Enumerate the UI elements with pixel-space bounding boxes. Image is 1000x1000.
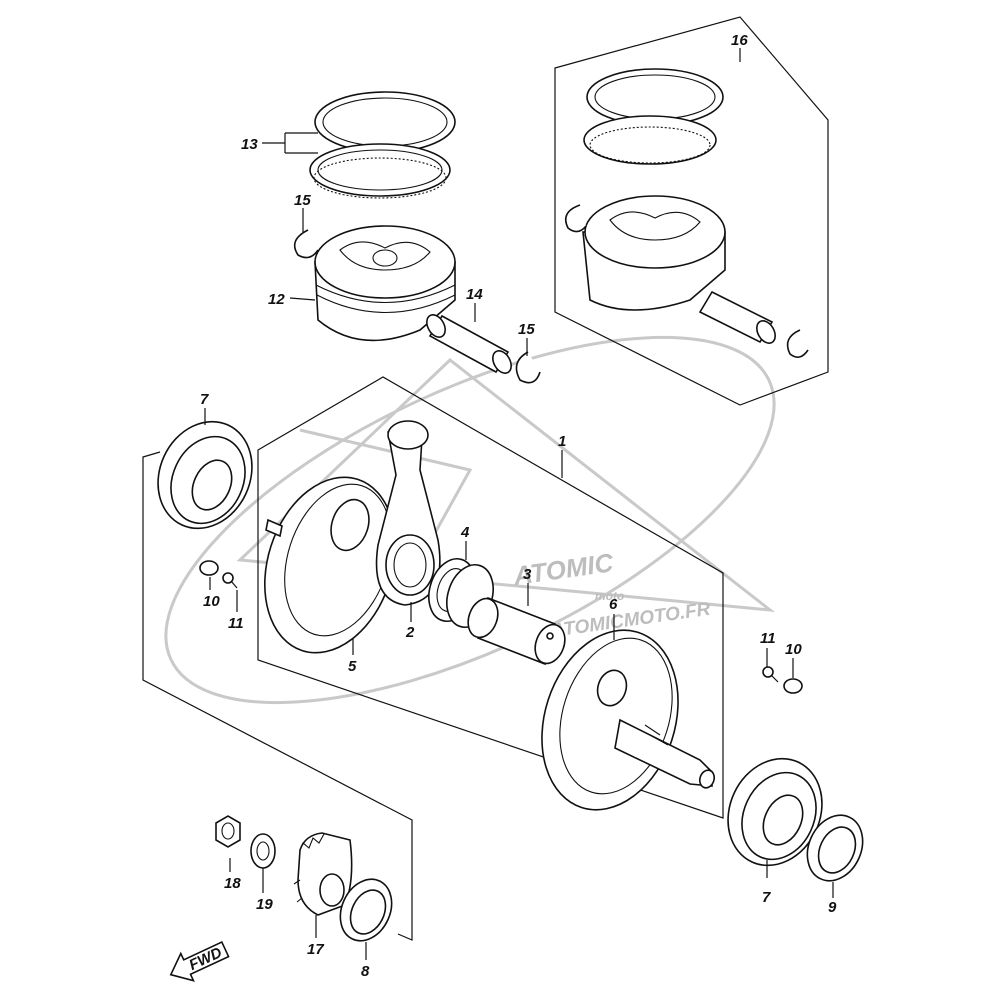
circlip-15-right xyxy=(515,351,541,384)
piston-ring-set-13 xyxy=(309,91,456,199)
callout-2: 2 xyxy=(405,624,415,641)
callout-13: 13 xyxy=(241,136,258,153)
callout-11-left: 11 xyxy=(228,615,244,632)
oil-seal-9 xyxy=(806,814,864,882)
callout-4: 4 xyxy=(460,524,470,541)
callout-19: 19 xyxy=(256,896,273,913)
assembly-frame-1 xyxy=(257,376,724,819)
leader-lines xyxy=(204,48,834,960)
watermark-sub: moto xyxy=(595,589,624,603)
callout-3: 3 xyxy=(523,566,532,583)
screw-11-left xyxy=(222,572,238,589)
callout-9: 9 xyxy=(828,899,837,916)
callout-12: 12 xyxy=(268,291,285,308)
callout-16: 16 xyxy=(731,32,748,49)
crank-group-frame xyxy=(142,451,413,941)
oil-seal-8 xyxy=(339,878,393,942)
piston-12 xyxy=(314,225,456,342)
connecting-rod-2 xyxy=(375,420,441,606)
washer-19 xyxy=(250,833,276,869)
crank-web-5 xyxy=(264,476,396,654)
callout-7-right: 7 xyxy=(762,889,771,906)
piston-assembly-16 xyxy=(564,68,809,358)
lock-plate-10-right xyxy=(783,678,803,694)
bearing-7-left xyxy=(157,420,253,530)
fwd-arrow: FWD xyxy=(169,941,230,982)
nut-18 xyxy=(215,815,241,848)
assembly-frame-16 xyxy=(554,16,829,406)
circlip-15-left xyxy=(293,229,319,259)
callout-11-right: 11 xyxy=(760,630,776,647)
callout-18: 18 xyxy=(224,875,241,892)
callout-17: 17 xyxy=(307,941,324,958)
lock-plate-10-left xyxy=(199,560,219,576)
callout-10-right: 10 xyxy=(785,641,802,658)
callout-15-right: 15 xyxy=(518,321,535,338)
screw-11-right xyxy=(762,666,779,683)
callout-8: 8 xyxy=(361,963,370,980)
crank-pin-3 xyxy=(467,596,566,666)
callout-15-left: 15 xyxy=(294,192,311,209)
piston-pin-14 xyxy=(426,314,512,374)
callout-6: 6 xyxy=(609,596,618,613)
callout-1: 1 xyxy=(558,433,566,450)
callout-5: 5 xyxy=(348,658,357,675)
callout-14: 14 xyxy=(466,286,483,303)
fwd-label: FWD xyxy=(186,944,224,974)
bearing-7-right xyxy=(727,757,823,867)
crank-web-6 xyxy=(541,629,716,811)
primary-gear-17 xyxy=(293,832,353,916)
callout-7-left: 7 xyxy=(200,391,209,408)
callout-10-left: 10 xyxy=(203,593,220,610)
